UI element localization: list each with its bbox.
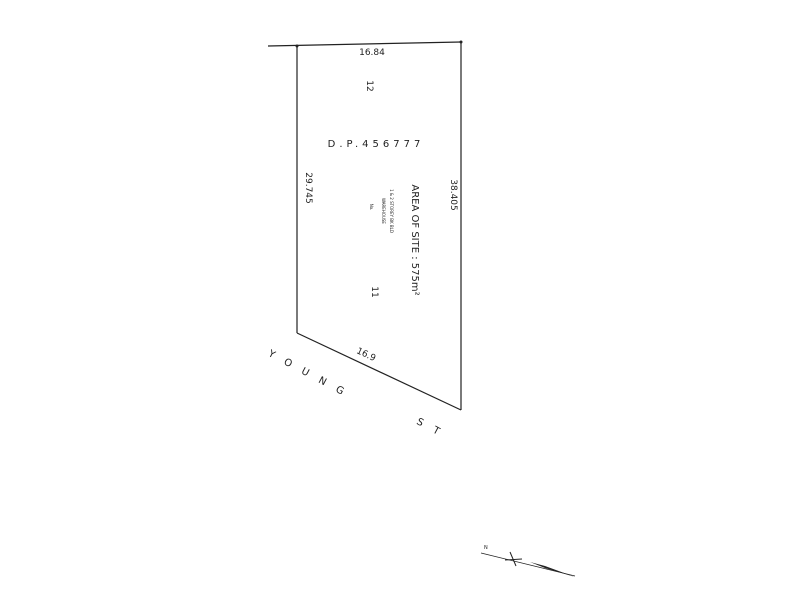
left-dimension: 29.745 [303, 172, 313, 204]
building-description: No. [369, 204, 374, 211]
north-label: N [484, 545, 488, 551]
right-dimension: 38.405 [448, 179, 458, 211]
north-arrow-icon: N [480, 545, 576, 577]
survey-mark [459, 40, 463, 44]
street-name: ST [414, 416, 451, 443]
survey-mark [295, 44, 299, 48]
top-boundary [267, 41, 462, 47]
lot-number-north: 12 [364, 80, 374, 91]
building-description: WAREHOUSE [381, 198, 386, 224]
street-name: YOUNG [265, 348, 356, 403]
top-dimension: 16.84 [359, 48, 385, 58]
lot-number-south: 11 [369, 286, 379, 297]
dp-number: D.P.456777 [328, 139, 425, 150]
building-description: 1 & 2 STOREY BK BLD [389, 189, 394, 233]
area-of-site: AREA OF SITE : 575m² [409, 184, 420, 295]
bottom-boundary [296, 332, 462, 411]
